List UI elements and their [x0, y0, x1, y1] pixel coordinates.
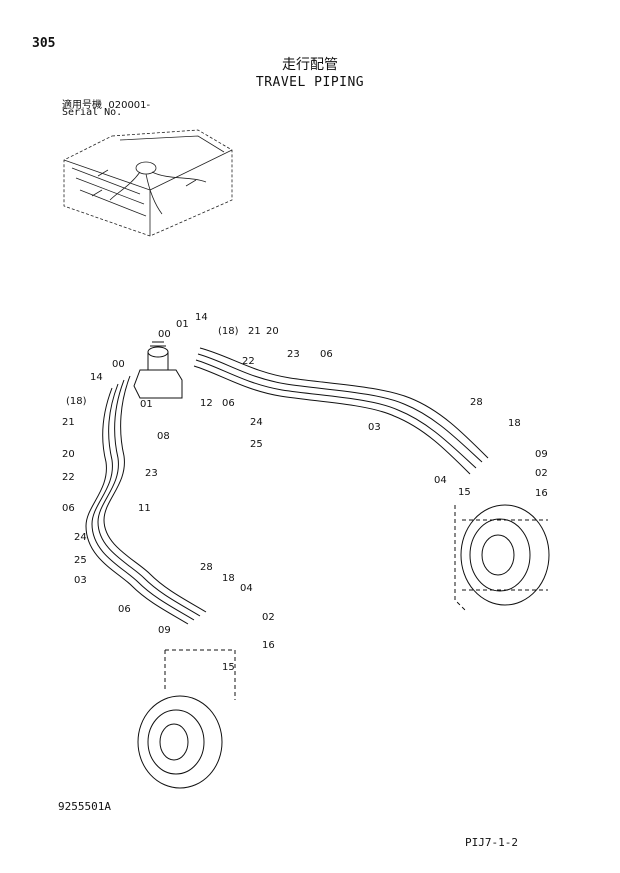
- label-11-left: 11: [138, 503, 151, 514]
- page-title-english: TRAVEL PIPING: [255, 75, 365, 90]
- label-28-left: 28: [200, 562, 213, 573]
- label-24-left: 24: [74, 532, 87, 543]
- label-23-left: 23: [145, 468, 158, 479]
- label-08-upper: 08: [157, 431, 170, 442]
- serial-value: 020001-: [108, 100, 151, 111]
- page-reference: PIJ7-1-2: [465, 836, 518, 849]
- label-06-upper-b: 06: [222, 398, 235, 409]
- label-00-left: 00: [112, 359, 125, 370]
- label-28-right: 28: [470, 397, 483, 408]
- overview-undercarriage-sketch: [63, 129, 233, 237]
- label-25-left: 25: [74, 555, 87, 566]
- label-04-left-motor: 04: [240, 583, 253, 594]
- serial-range: 適用号機 020001-: [62, 96, 150, 111]
- page-number: 305: [32, 36, 56, 51]
- label-23-upper: 23: [287, 349, 300, 360]
- serial-label-japanese: 適用号機: [62, 100, 102, 111]
- label-20-upper: 20: [266, 326, 279, 337]
- label-12-upper: 12: [200, 398, 213, 409]
- right-travel-motor: [454, 504, 550, 611]
- label-14-upper: 14: [195, 312, 208, 323]
- label-14-left: 14: [90, 372, 103, 383]
- page-title-japanese: 走行配管: [282, 57, 338, 73]
- label-03-left-motor: 03: [74, 575, 87, 586]
- label-18-left-motor: 18: [222, 573, 235, 584]
- label-00-upper: 00: [158, 329, 171, 340]
- label-06-left: 06: [62, 503, 75, 514]
- label-01-upper: 01: [176, 319, 189, 330]
- label-22-left: 22: [62, 472, 75, 483]
- label-15-left-motor: 15: [222, 662, 235, 673]
- label-21-upper: 21: [248, 326, 261, 337]
- part-labels: 00 01 14 (18) 21 20 22 23 06 12 06 24 25…: [62, 312, 548, 673]
- label-06-left-motor: 06: [118, 604, 131, 615]
- main-hose-bundle: [85, 347, 489, 625]
- label-24-upper: 24: [250, 417, 263, 428]
- label-09-left-motor: 09: [158, 625, 171, 636]
- left-travel-motor: [137, 649, 236, 789]
- label-09-right: 09: [535, 449, 548, 460]
- label-02-left-motor: 02: [262, 612, 275, 623]
- label-02-right: 02: [535, 468, 548, 479]
- label-18-left: (18): [66, 396, 87, 407]
- label-20-left: 20: [62, 449, 75, 460]
- label-18-right: 18: [508, 418, 521, 429]
- serial-label-english: Serial No.: [62, 107, 123, 118]
- label-16-right: 16: [535, 488, 548, 499]
- label-04-right: 04: [434, 475, 447, 486]
- swivel-joint: [133, 341, 183, 399]
- label-22-upper: 22: [242, 356, 255, 367]
- label-18-upper: (18): [218, 326, 239, 337]
- label-15-right: 15: [458, 487, 471, 498]
- label-21-left: 21: [62, 417, 75, 428]
- label-06-upper: 06: [320, 349, 333, 360]
- figure-number: 9255501A: [58, 800, 111, 813]
- label-16-left-motor: 16: [262, 640, 275, 651]
- label-01-left: 01: [140, 399, 153, 410]
- label-25-upper: 25: [250, 439, 263, 450]
- label-03-right: 03: [368, 422, 381, 433]
